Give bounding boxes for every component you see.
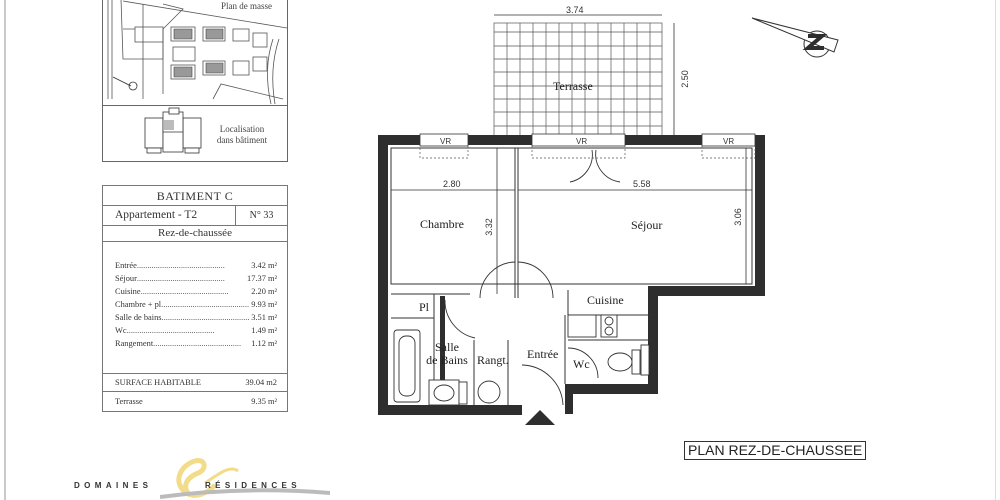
room-area: 9.93 m² [251, 300, 277, 309]
room-label-salle-de-bains: Salle de Bains [420, 341, 474, 367]
room-label-sdb-line2: de Bains [426, 353, 468, 367]
room-name: Chambre + pl [115, 300, 162, 309]
building-name: BATIMENT C [103, 186, 287, 206]
room-label-sejour: Séjour [631, 218, 663, 232]
divider [103, 373, 287, 374]
terrace-width-dim: 3.74 [566, 5, 584, 15]
level-label: Rez-de-chaussée [103, 226, 287, 242]
room-name: Cuisine [115, 287, 141, 296]
sejour-width-dim: 5.58 [633, 179, 651, 189]
total-value: 39.04 m2 [245, 378, 277, 387]
site-plan-box: Plan de masse [102, 0, 294, 108]
divider [235, 206, 236, 225]
room-area: 3.51 m² [251, 313, 277, 322]
location-label-line2: dans bâtiment [216, 135, 268, 145]
terrace-depth-dim: 2.50 [679, 70, 690, 88]
total-label: SURFACE HABITABLE [115, 378, 201, 387]
room-label-entree: Entrée [527, 347, 559, 361]
chambre-depth-dim: 3.32 [483, 218, 494, 236]
chambre-width-dim: 2.80 [443, 179, 461, 189]
room-line: Wc......................................… [115, 326, 277, 335]
room-area: 3.42 m² [251, 261, 277, 270]
room-line: Chambre + pl............................… [115, 300, 277, 309]
room-line: Cuisine.................................… [115, 287, 277, 296]
room-name: Séjour [115, 274, 137, 283]
site-plan-drawing [107, 0, 294, 105]
room-label-rangement: Rangt. [477, 353, 509, 367]
divider [103, 391, 287, 392]
terrace-row: Terrasse 9.35 m² [115, 397, 277, 406]
terrace-label: Terrasse [115, 397, 143, 406]
location-label-line1: Localisation [219, 124, 265, 134]
room-area: 2.20 m² [251, 287, 277, 296]
apartment-number: N° 33 [249, 210, 274, 221]
entrance-arrow-icon [525, 410, 555, 425]
room-area: 1.49 m² [251, 326, 277, 335]
sejour-depth-dim: 3.06 [732, 208, 743, 226]
room-name: Entrée [115, 261, 137, 270]
window-label: VR [723, 137, 735, 146]
surface-summary-table: BATIMENT C Appartement - T2 N° 33 Rez-de… [102, 185, 288, 412]
scan-edge-left [4, 0, 6, 500]
room-line: Rangement...............................… [115, 339, 277, 348]
brand-left-word: DOMAINES [74, 481, 153, 490]
room-label-wc: Wc [573, 357, 590, 371]
room-name: Rangement [115, 339, 154, 348]
plan-title: PLAN REZ-DE-CHAUSSEE [684, 441, 867, 460]
terrace-grid [493, 22, 663, 137]
room-label-sdb-line1: Salle [435, 340, 459, 354]
window-label: VR [440, 137, 452, 146]
room-line: Séjour..................................… [115, 274, 277, 283]
room-area: 17.37 m² [247, 274, 277, 283]
room-label-cuisine: Cuisine [587, 293, 624, 307]
location-box: Localisation dans bâtiment [102, 105, 288, 162]
north-compass-icon [751, 17, 839, 58]
total-row: SURFACE HABITABLE 39.04 m2 [115, 378, 277, 387]
room-area: 1.12 m² [251, 339, 277, 348]
room-name: Wc [115, 326, 127, 335]
building-location-drawing [144, 107, 202, 154]
room-line: Salle de bains..........................… [115, 313, 277, 322]
apartment-type: Appartement - T2 [115, 209, 198, 221]
room-label-placard: Pl [419, 300, 430, 314]
room-label-chambre: Chambre [420, 217, 464, 231]
scan-edge-right [995, 0, 996, 500]
location-label: Localisation dans bâtiment [207, 124, 277, 146]
terrace-value: 9.35 m² [251, 397, 277, 406]
room-label-terrasse: Terrasse [553, 79, 593, 93]
room-line: Entrée..................................… [115, 261, 277, 270]
room-name: Salle de bains [115, 313, 162, 322]
window-label: VR [576, 137, 588, 146]
site-plan-label: Plan de masse [221, 1, 272, 11]
brand-ampersand-icon [160, 458, 330, 499]
brand-right-word: RÉSIDENCES [205, 481, 302, 490]
apartment-row: Appartement - T2 N° 33 [103, 206, 287, 226]
